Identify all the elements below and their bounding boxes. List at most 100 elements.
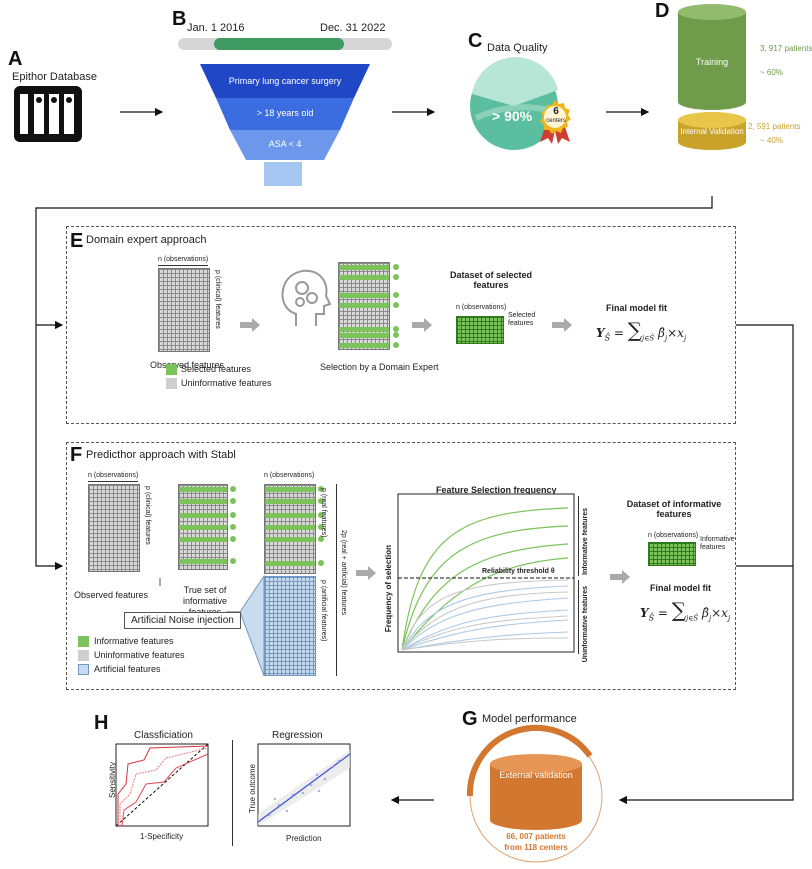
h-divider <box>232 740 233 846</box>
e-legend-uninformative: Uninformative features <box>181 378 272 388</box>
panel-e-box <box>66 226 736 424</box>
e-final-fit: Final model fit <box>606 303 668 313</box>
e-formula: YŜ = ∑j∈Ŝ β̂j×xj <box>596 318 687 343</box>
f-observed-matrix <box>88 484 140 572</box>
external-validation-label: External validation <box>499 770 573 780</box>
e-observed-matrix <box>158 268 210 352</box>
e-n-arrow <box>158 265 208 266</box>
f-final-fit: Final model fit <box>650 583 712 593</box>
f-n-arrow <box>88 481 138 482</box>
f-dataset-n: n (observations) <box>648 532 699 539</box>
ribbon-badge-icon <box>540 100 571 144</box>
e-selected-matrix <box>456 316 504 344</box>
date-end: Dec. 31 2022 <box>320 22 386 34</box>
panel-h-letter: H <box>94 712 109 734</box>
f-n-observations: n (observations) <box>88 472 139 479</box>
roc-plot <box>115 743 209 827</box>
head-gears-icon <box>281 269 332 326</box>
e-selection-label: Selection by a Domain Expert <box>320 362 439 372</box>
regression-title: Regression <box>272 730 323 741</box>
panel-d-letter: D <box>655 0 670 22</box>
e-observed-label: Observed features <box>150 360 225 370</box>
top-arrows <box>120 107 650 117</box>
e-arrow-3 <box>552 318 572 332</box>
f-legend-artificial: Artificial features <box>94 664 161 674</box>
timeline-range <box>214 38 344 50</box>
f-y-label: Frequency of selection <box>384 545 393 633</box>
panel-e-title: Domain expert approach <box>86 234 207 246</box>
e-p-clinical: p (clinical) features <box>214 270 221 329</box>
e-dataset-title: Dataset of selected features <box>449 270 533 290</box>
e-expert-matrix <box>338 262 390 350</box>
f-arrow-1 <box>356 566 376 580</box>
panel-g-letter: G <box>462 708 478 730</box>
model-performance-graphic <box>466 724 603 863</box>
f-legend-green <box>78 636 89 647</box>
funnel-step-2: > 18 years old <box>256 108 314 118</box>
f-p-clinical: p (clinical) features <box>144 486 151 545</box>
f-formula: YŜ = ∑j∈Ŝ β̂j×xj <box>640 598 731 623</box>
f-arrow-2 <box>610 570 630 584</box>
external-centers: from 118 centers <box>504 843 568 852</box>
regression-y-label: True outcome <box>248 764 257 814</box>
internal-validation-label: Internal Validation <box>680 127 744 136</box>
date-start: Jan. 1 2016 <box>187 22 245 34</box>
classification-y-label: Sensitivity <box>108 762 117 799</box>
f-2p-label: 2p (real + artificial) features <box>340 530 347 616</box>
timeline-bar <box>178 38 392 50</box>
database-icon <box>14 86 82 142</box>
f-real-matrix <box>264 484 316 574</box>
f-informative-bracket <box>578 496 579 576</box>
badge-number: 6 <box>553 106 559 117</box>
f-informative-matrix <box>648 542 696 566</box>
e-selected-features-side: Selected features <box>508 312 536 327</box>
funnel-step-3: ASA < 4 <box>268 139 302 149</box>
f-true-set-matrix <box>178 484 228 570</box>
f-2p-bracket <box>336 484 337 676</box>
internal-count: 2, 591 patients <box>748 122 801 131</box>
e-arrow-1 <box>240 318 260 332</box>
f-legend-blue <box>78 664 89 675</box>
f-legend-gray <box>78 650 89 661</box>
training-label: Training <box>695 57 729 67</box>
f-legend-informative: Informative features <box>94 636 174 646</box>
e-dataset-n: n (observations) <box>456 304 507 311</box>
feature-selection-chart <box>397 493 575 653</box>
panel-f-letter: F <box>70 444 83 466</box>
f-legend-uninformative: Uninformative features <box>94 650 185 660</box>
e-n-observations: n (observations) <box>158 256 209 263</box>
classification-title: Classficiation <box>134 730 193 741</box>
e-legend-green <box>166 364 177 375</box>
selection-funnel <box>200 64 370 186</box>
f-p-artificial: p (artificial features) <box>320 580 327 642</box>
f-dataset-title: Dataset of informative features <box>626 499 722 519</box>
training-cylinder <box>678 4 746 150</box>
f-uninformative-side: Uninformative features <box>582 586 589 663</box>
e-arrow-2 <box>412 318 432 332</box>
funnel-step-1: Primary lung cancer surgery <box>228 76 342 86</box>
e-legend-selected: Selected features <box>181 364 252 374</box>
panel-f-title: Predicthor approach with Stabl <box>86 449 236 461</box>
data-quality-value: > 90% <box>492 108 533 124</box>
panel-a-letter: A <box>8 48 23 70</box>
f-p-real: p (real features) <box>320 488 327 538</box>
panel-e-letter: E <box>70 230 84 252</box>
f-uninformative-bracket <box>578 580 579 654</box>
badge-text: centers <box>546 118 566 124</box>
f-observed-label: Observed features <box>74 590 149 600</box>
training-count: 3, 917 patients <box>760 44 812 53</box>
panel-b-letter: B <box>172 8 187 30</box>
training-pct: ~ 60% <box>760 68 783 77</box>
panel-c-letter: C <box>468 30 483 52</box>
classification-x-label: 1-Specificity <box>140 832 184 841</box>
regression-plot <box>257 743 351 827</box>
data-quality-pie <box>470 57 558 150</box>
internal-pct: ~ 40% <box>760 136 783 145</box>
f-informative-side: Informative features <box>582 508 589 575</box>
regression-x-label: Prediction <box>286 834 322 843</box>
epithor-database-label: Epithor Database <box>12 71 97 83</box>
e-legend-gray <box>166 378 177 389</box>
noise-injection-box: Artificial Noise injection <box>124 612 241 629</box>
f-artificial-matrix <box>264 576 316 676</box>
